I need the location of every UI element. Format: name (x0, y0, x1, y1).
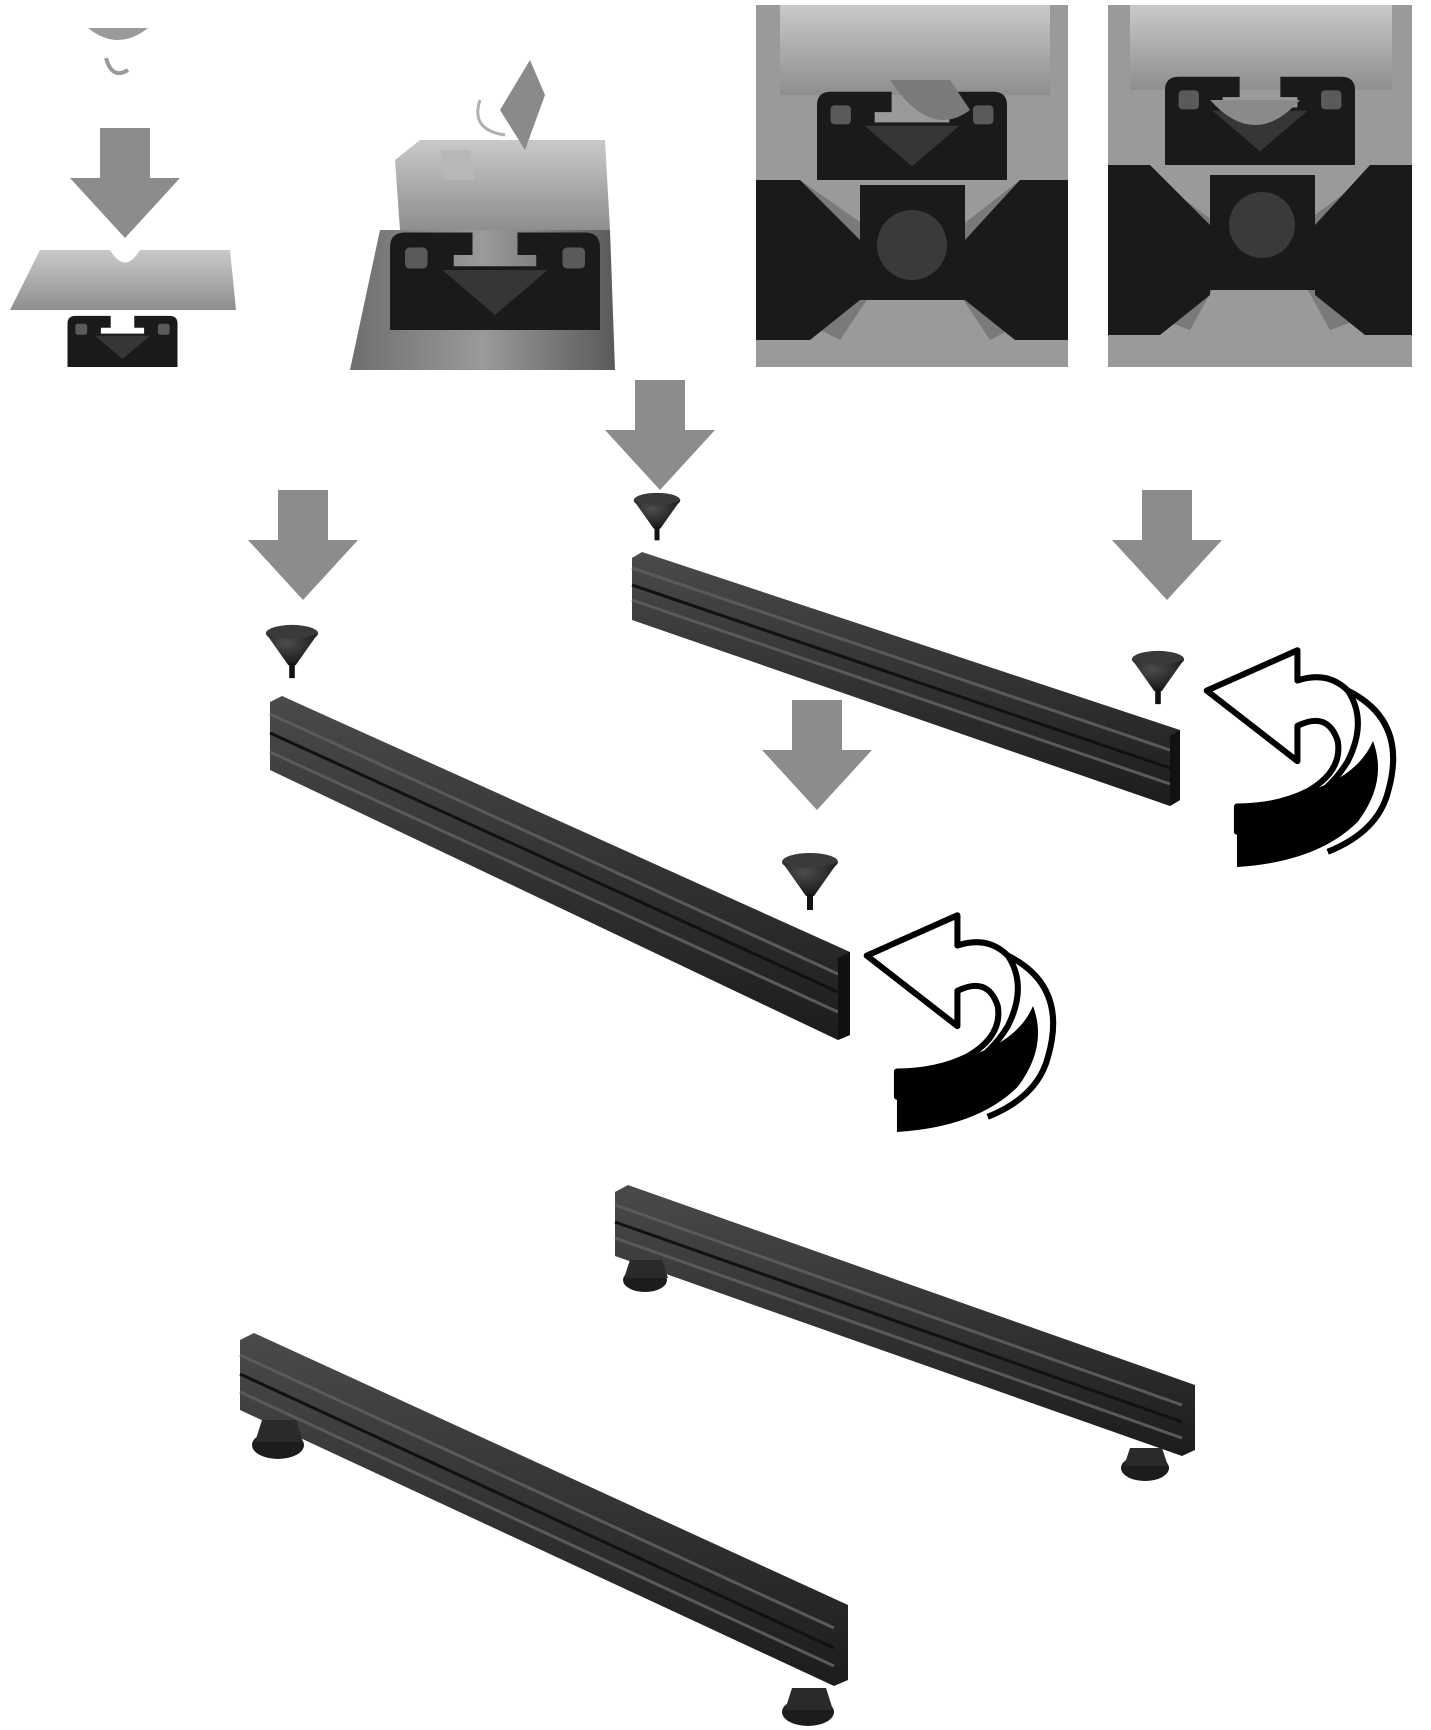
spike-foot-part (1131, 650, 1185, 705)
tnut-part (88, 28, 148, 75)
tnut-detail-panel-3 (756, 5, 1068, 367)
spike-foot-part (633, 492, 681, 541)
down-arrow-icon (1112, 490, 1222, 600)
tnut-detail-panel-2 (350, 60, 615, 370)
profile-top (10, 250, 236, 310)
down-arrow-icon (605, 380, 715, 490)
rotate-clockwise-icon (867, 915, 1053, 1132)
aluminium-profile-bar-with-feet (614, 1185, 1195, 1481)
aluminium-profile-bar (631, 552, 1180, 806)
down-arrow-icon (70, 128, 180, 238)
profile-end-face (67, 315, 178, 367)
aluminium-profile-bar-with-feet (239, 1333, 848, 1726)
aluminium-profile-bar (269, 696, 850, 1040)
step-result (239, 1185, 1195, 1726)
tnut-part (1210, 100, 1300, 125)
down-arrow-icon (248, 490, 358, 600)
tnut-detail-panel-1 (10, 28, 236, 367)
step-attach-feet (248, 380, 1393, 1132)
tnut-part (476, 60, 545, 150)
rotate-clockwise-icon (1207, 650, 1393, 867)
tnut-detail-panel-4 (1108, 5, 1412, 367)
tnut-part (890, 80, 970, 120)
spike-foot-part (265, 624, 319, 679)
down-arrow-icon (762, 700, 872, 810)
spike-foot-part (782, 853, 838, 910)
